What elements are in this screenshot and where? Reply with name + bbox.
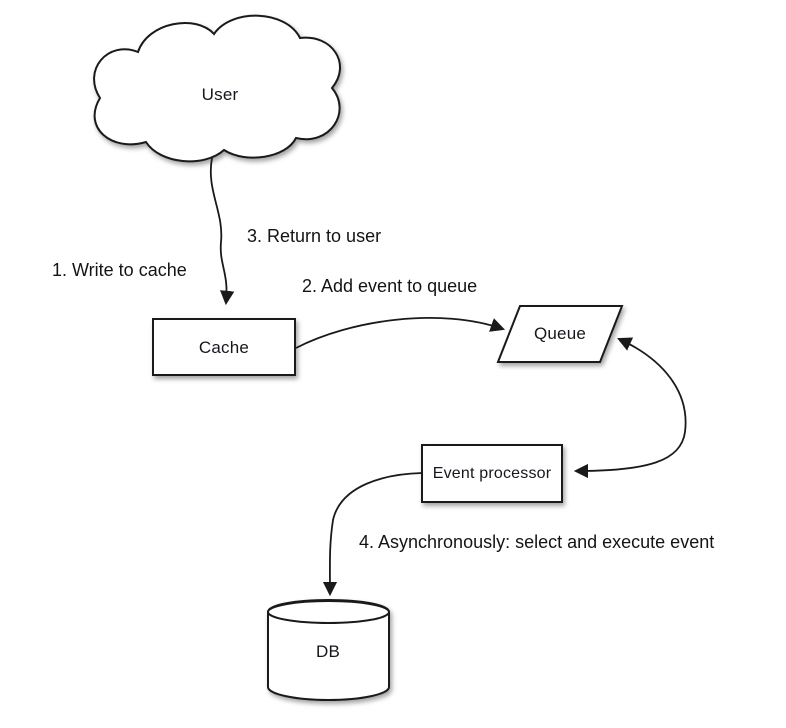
arrow-cache-to-queue: [295, 317, 506, 349]
db-node-label: DB: [315, 642, 341, 661]
arrow-user-to-cache: [209, 157, 235, 306]
user-cloud-shape: [93, 14, 341, 163]
step2-add-event-to-queue-label: 2. Add event to queue: [302, 276, 478, 296]
step3-return-to-user-label: 3. Return to user: [247, 226, 382, 246]
step1-write-to-cache-label: 1. Write to cache: [52, 260, 187, 280]
cache-box-shape: [152, 318, 296, 376]
step4-asynchronously-label: 4. Asynchronously: select and execute ev…: [359, 532, 715, 552]
queue-node-label: Queue: [533, 324, 587, 343]
db-cylinder-top-rim: [267, 600, 390, 624]
arrow-event-processor-to-db: [322, 472, 423, 597]
cache-node-label: Cache: [198, 338, 250, 357]
user-node-label: User: [201, 85, 239, 104]
arrow-queue-event-processor: [573, 337, 687, 479]
event-processor-node-label: Event processor: [432, 465, 552, 482]
